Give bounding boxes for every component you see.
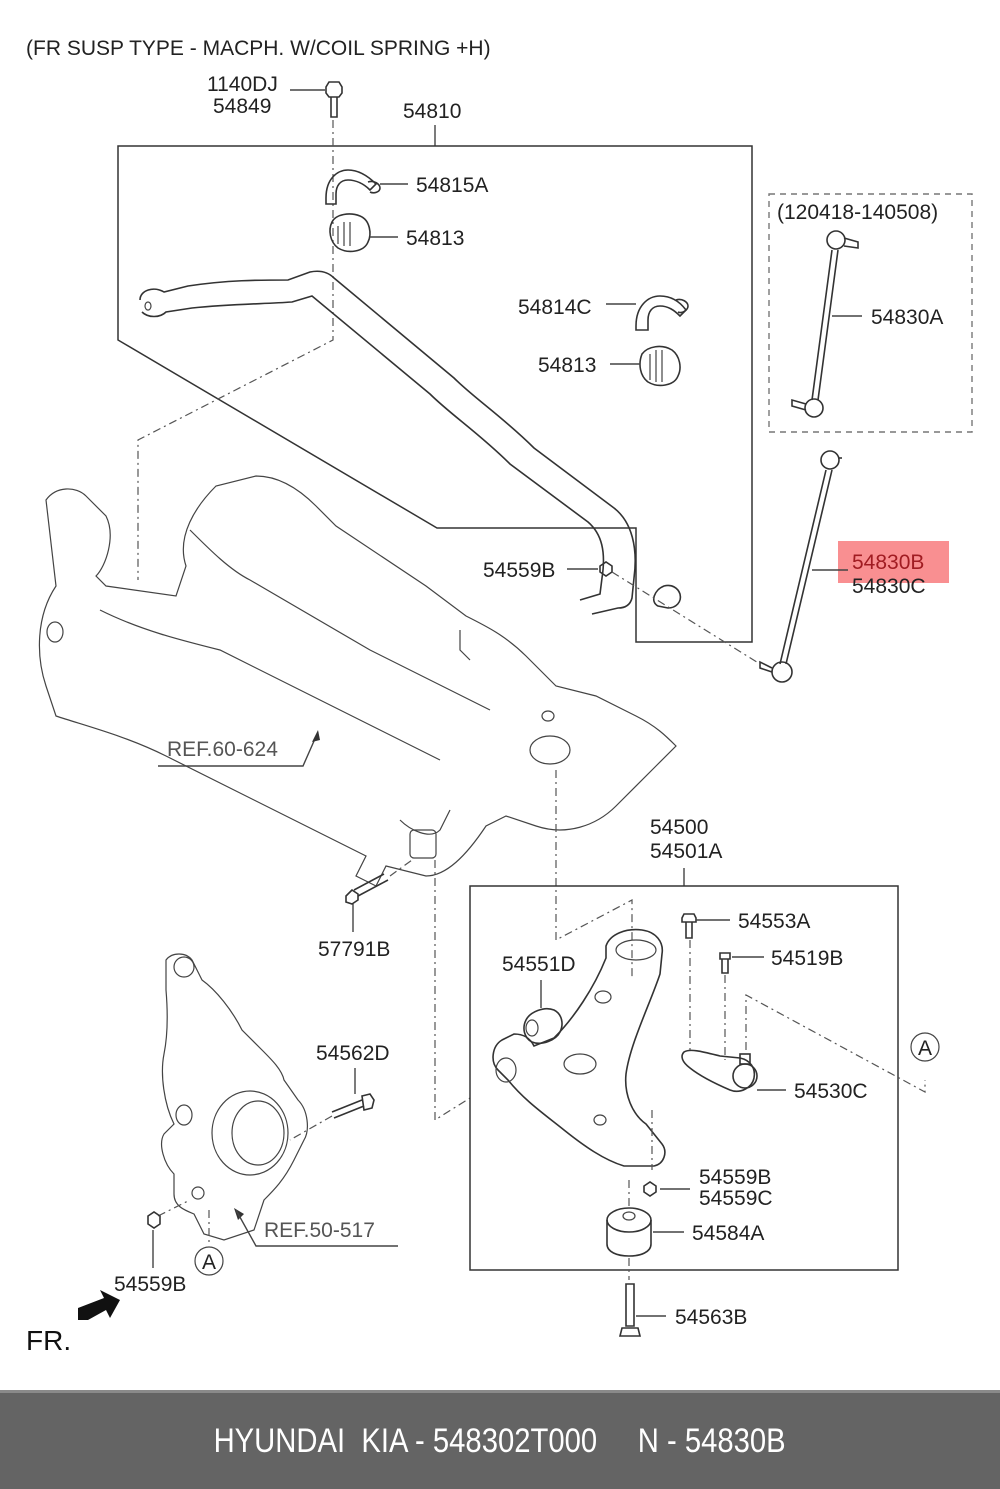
label-1140dj[interactable]: 1140DJ — [207, 73, 278, 96]
label-54559c-arm[interactable]: 54559C — [699, 1187, 773, 1210]
label-54563b[interactable]: 54563B — [675, 1306, 747, 1329]
marker-a-right-text: A — [918, 1037, 932, 1060]
bolt-54563b[interactable] — [618, 1283, 642, 1337]
ref-50-517[interactable]: REF.50-517 — [264, 1219, 375, 1242]
label-54551d[interactable]: 54551D — [502, 953, 576, 976]
bolt-54562d[interactable] — [331, 1093, 375, 1119]
ball-joint-54530c[interactable] — [681, 1049, 758, 1093]
stabilizer-bar[interactable] — [139, 270, 682, 615]
bushing-54813-second[interactable] — [639, 345, 681, 387]
label-54815a[interactable]: 54815A — [416, 174, 488, 197]
label-57791b[interactable]: 57791B — [318, 938, 390, 961]
nut-54559b-stab[interactable] — [599, 561, 613, 577]
bolt-54519b[interactable] — [719, 952, 731, 974]
diagram-title: (FR SUSP TYPE - MACPH. W/COIL SPRING +H) — [26, 37, 491, 60]
label-54500[interactable]: 54500 — [650, 816, 708, 839]
label-54530c[interactable]: 54530C — [794, 1080, 868, 1103]
bracket-54814c[interactable] — [635, 295, 689, 331]
label-54814c[interactable]: 54814C — [518, 296, 592, 319]
label-54562d[interactable]: 54562D — [316, 1042, 390, 1065]
bracket-54815a[interactable] — [325, 169, 381, 205]
bolt-57791b[interactable] — [345, 873, 389, 905]
label-54559b-arm[interactable]: 54559B — [699, 1166, 771, 1189]
lower-control-arm[interactable] — [492, 928, 666, 1167]
label-54813-top[interactable]: 54813 — [406, 227, 464, 250]
rear-bushing-54584a[interactable] — [606, 1207, 652, 1257]
label-54559b-knuckle[interactable]: 54559B — [114, 1273, 186, 1296]
stabilizer-link-54830b[interactable] — [759, 450, 842, 683]
label-54553a[interactable]: 54553A — [738, 910, 810, 933]
label-54830c[interactable]: 54830C — [852, 575, 926, 598]
lower-arm-group-box — [469, 885, 899, 1271]
marker-a-right — [910, 1032, 940, 1062]
label-54559b-stab[interactable]: 54559B — [483, 559, 555, 582]
marker-a-left — [194, 1246, 224, 1276]
date-range-box — [768, 193, 973, 433]
front-label: FR. — [26, 1325, 71, 1356]
steering-knuckle — [161, 953, 308, 1241]
footer-bar: HYUNDAI KIA - 548302T000 N - 54830B — [0, 1390, 1000, 1489]
parts-diagram: (FR SUSP TYPE - MACPH. W/COIL SPRING +H)… — [26, 37, 973, 1356]
highlight-box — [838, 541, 949, 583]
stabilizer-group-box — [117, 145, 753, 643]
label-54501a[interactable]: 54501A — [650, 840, 722, 863]
marker-a-left-text: A — [202, 1251, 216, 1274]
label-54810[interactable]: 54810 — [403, 100, 461, 123]
footer-part-number: HYUNDAI KIA - 548302T000 N - 54830B — [213, 1421, 787, 1460]
nut-54559b-knuckle[interactable] — [147, 1211, 161, 1229]
stabilizer-link-54830a[interactable] — [791, 230, 859, 418]
label-54813-second[interactable]: 54813 — [538, 354, 596, 377]
bushing-54813-top[interactable] — [329, 213, 371, 253]
label-54830b[interactable]: 54830B — [852, 551, 924, 574]
label-54849[interactable]: 54849 — [213, 95, 271, 118]
label-date-range: (120418-140508) — [777, 201, 938, 224]
bushing-54551d[interactable] — [523, 1007, 563, 1045]
bolt-top[interactable] — [325, 81, 343, 118]
subframe — [38, 475, 677, 887]
label-54830a[interactable]: 54830A — [871, 306, 943, 329]
nut-54559b-arm[interactable] — [643, 1181, 657, 1197]
label-54519b[interactable]: 54519B — [771, 947, 843, 970]
label-54584a[interactable]: 54584A — [692, 1222, 764, 1245]
bolt-54553a[interactable] — [681, 913, 697, 939]
front-direction-arrow-icon — [78, 1290, 120, 1320]
ref-60-624[interactable]: REF.60-624 — [167, 738, 278, 761]
